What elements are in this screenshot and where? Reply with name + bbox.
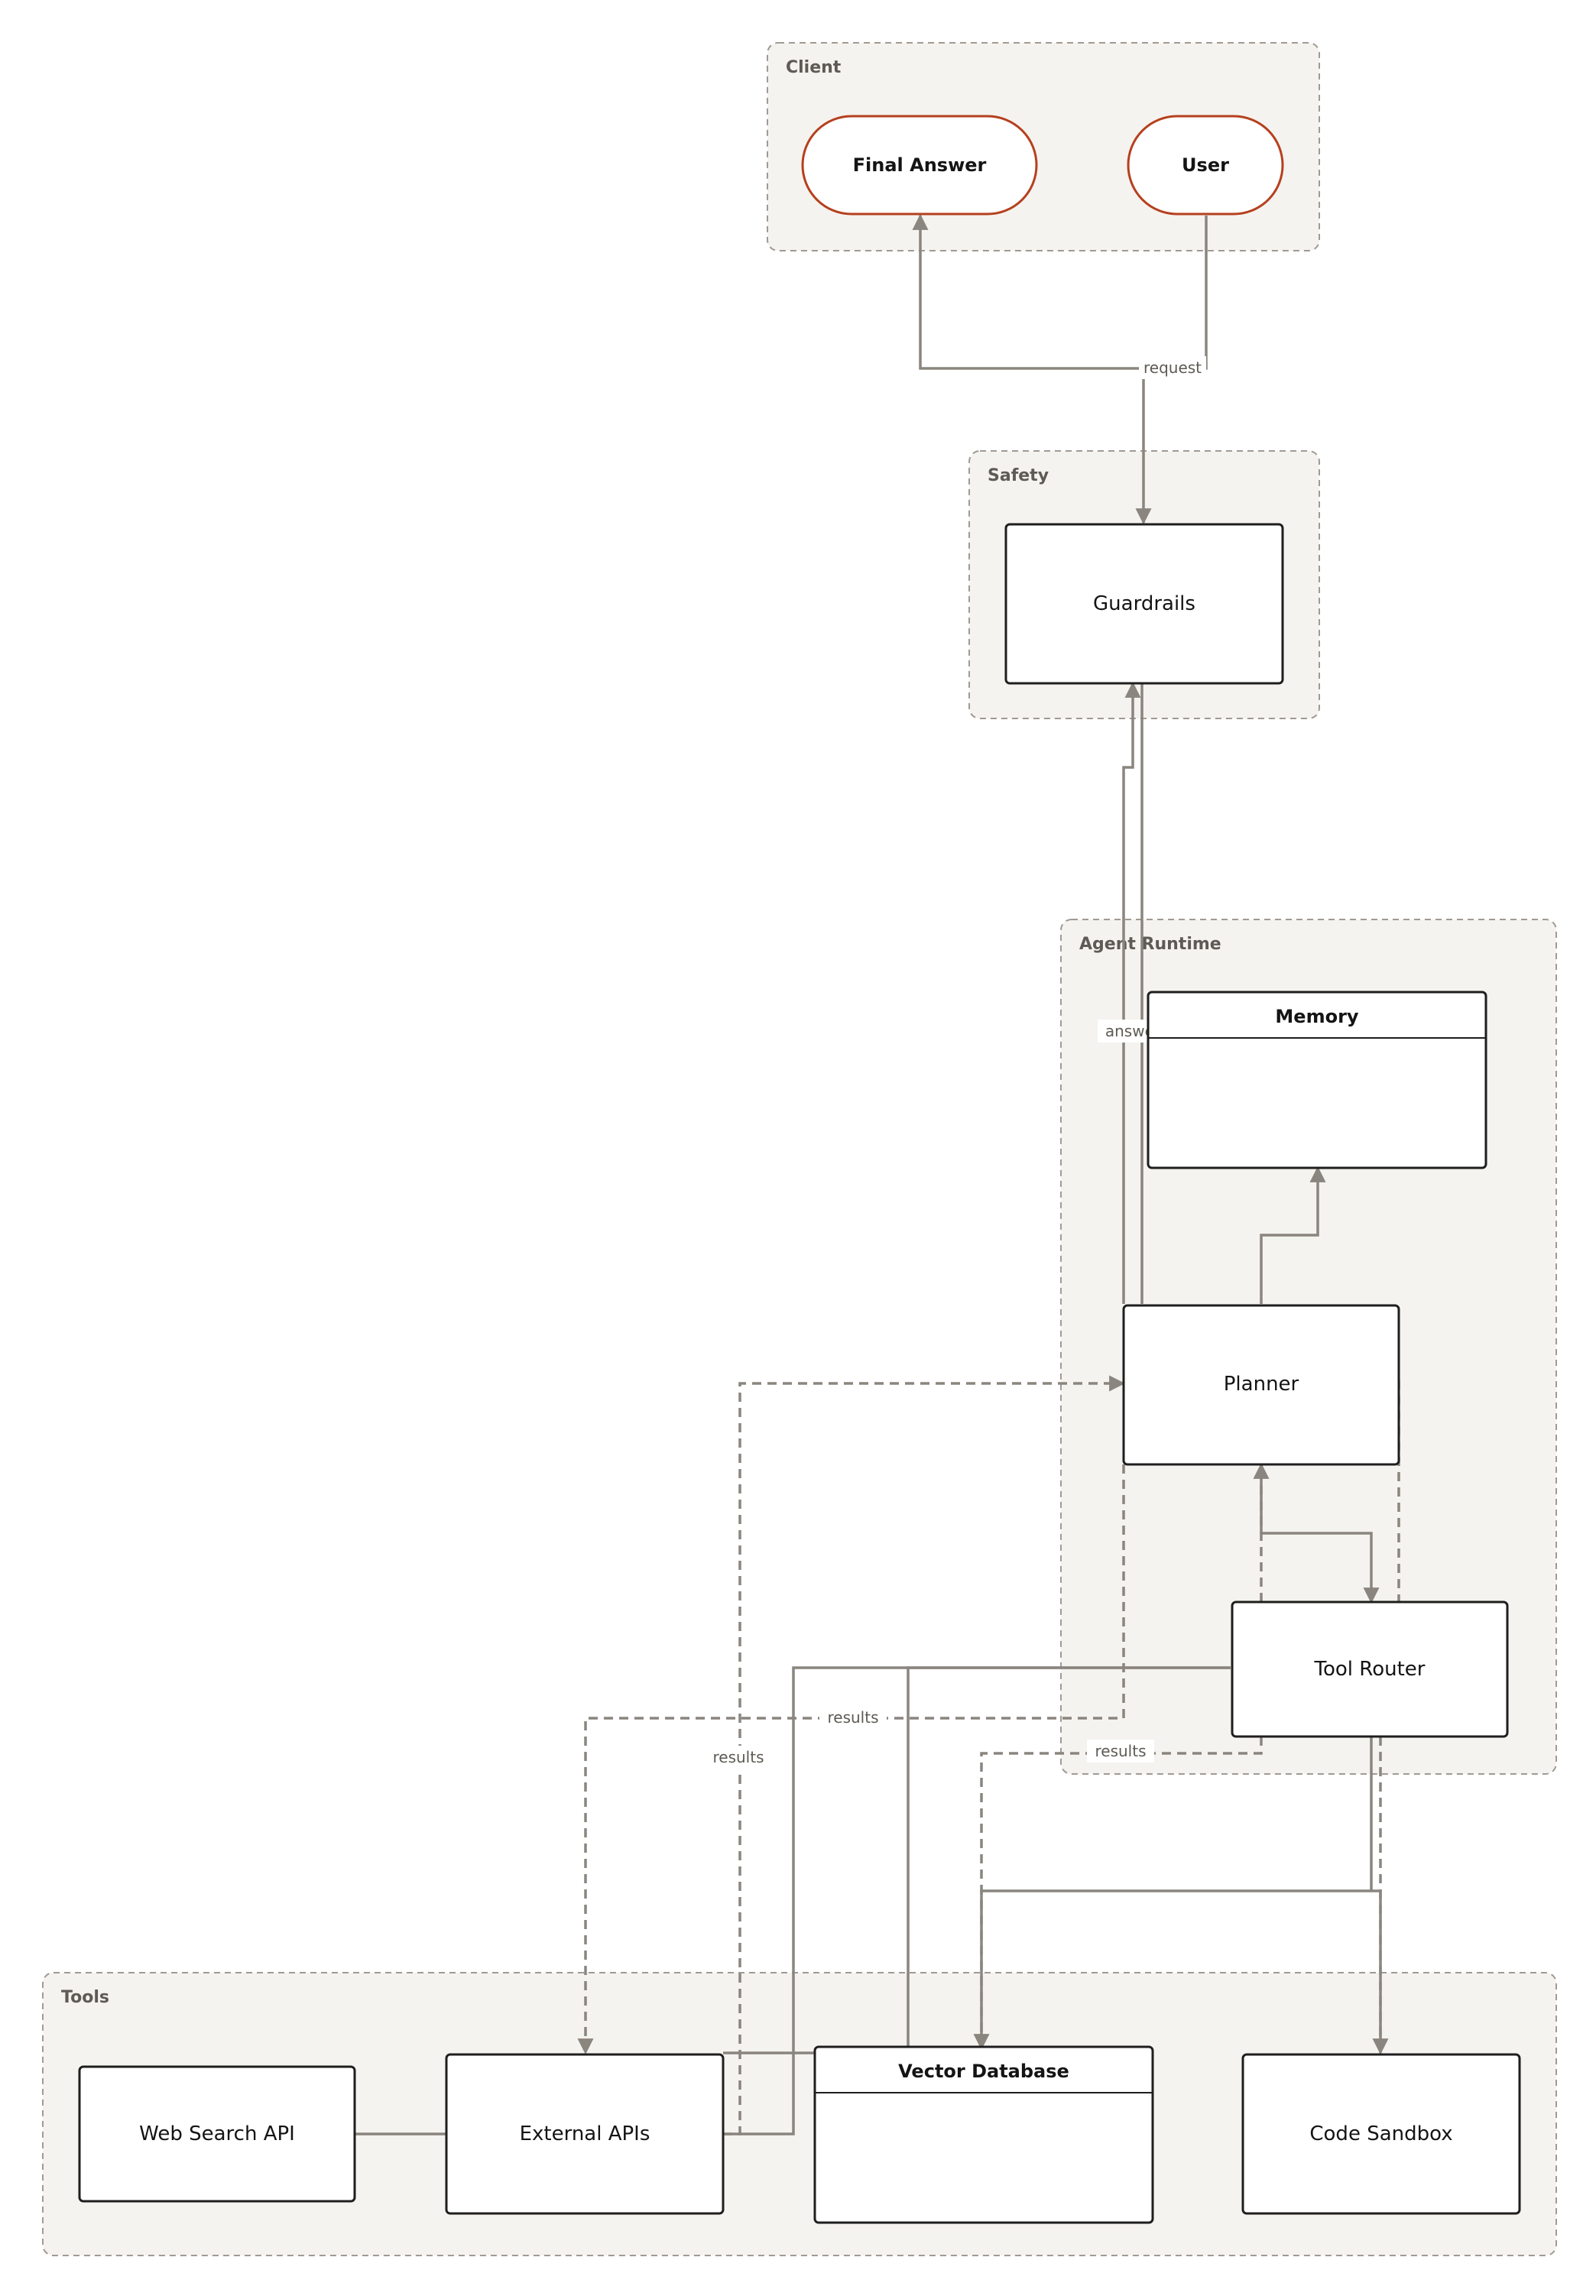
svg-text:results: results — [827, 1708, 878, 1727]
edge-planner-to-memory — [1260, 1166, 1326, 1304]
cluster-tools: Tools — [42, 1972, 1557, 2256]
node-external-apis[interactable]: External APIs — [445, 2053, 725, 2215]
node-user[interactable]: User — [1127, 115, 1284, 216]
cluster-label-agent-runtime: Agent Runtime — [1079, 935, 1221, 954]
svg-text:request: request — [1143, 358, 1202, 377]
edge-label-results-3: results — [1087, 1740, 1154, 1763]
edge-label-results-1: results — [819, 1706, 887, 1729]
edge-results-external-to-planner — [723, 1375, 1126, 2135]
node-vector-database[interactable]: Vector Database — [813, 2045, 1154, 2224]
edge-planner-to-toolrouter — [1260, 1464, 1380, 1604]
node-final-answer[interactable]: Final Answer — [801, 115, 1038, 216]
node-web-search-api[interactable]: Web Search API — [78, 2065, 356, 2203]
node-label-external-apis: External APIs — [520, 2123, 650, 2145]
node-memory[interactable]: Memory — [1147, 991, 1487, 1169]
node-label-guardrails: Guardrails — [1093, 592, 1195, 615]
cluster-label-client: Client — [786, 58, 842, 77]
node-label-planner: Planner — [1224, 1373, 1299, 1396]
node-planner[interactable]: Planner — [1122, 1304, 1400, 1466]
node-guardrails[interactable]: Guardrails — [1004, 523, 1284, 685]
node-label-user: User — [1182, 154, 1229, 176]
node-label-code-sandbox: Code Sandbox — [1309, 2123, 1452, 2145]
node-label-final-answer: Final Answer — [853, 154, 987, 176]
node-label-tool-router: Tool Router — [1314, 1658, 1426, 1681]
cluster-label-tools: Tools — [61, 1988, 109, 2007]
svg-text:results: results — [1095, 1742, 1146, 1760]
svg-text:results: results — [712, 1748, 764, 1766]
node-label-web-search-api: Web Search API — [139, 2123, 295, 2145]
node-label-vector-database: Vector Database — [898, 2061, 1069, 2082]
edge-user-request — [912, 213, 1208, 370]
node-code-sandbox[interactable]: Code Sandbox — [1241, 2053, 1521, 2215]
edge-label-request: request — [1139, 356, 1206, 379]
edge-results-planner-to-external — [577, 1464, 1125, 2055]
edge-toolrouter-to-external — [723, 1666, 1231, 2135]
edge-label-results-2: results — [705, 1746, 772, 1769]
cluster-label-safety: Safety — [988, 466, 1049, 485]
node-label-memory: Memory — [1275, 1006, 1358, 1027]
node-tool-router[interactable]: Tool Router — [1231, 1600, 1509, 1738]
